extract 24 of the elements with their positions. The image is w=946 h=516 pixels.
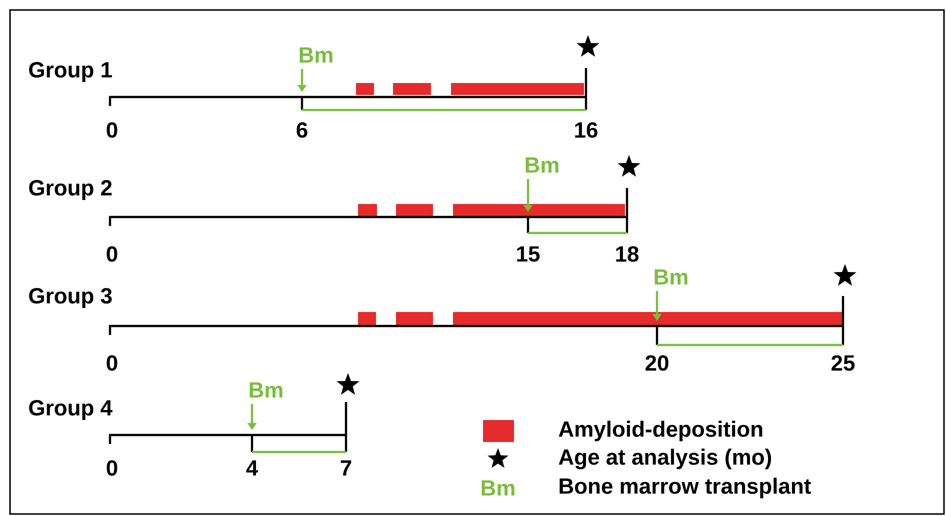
age-number: 6 <box>296 122 308 138</box>
age-number: 18 <box>616 246 639 262</box>
age-number: 15 <box>517 246 540 262</box>
bm-label: Bm <box>654 269 688 285</box>
group-label: Group 1 <box>29 62 112 82</box>
group-label: Group 3 <box>29 288 112 308</box>
age-number: 4 <box>246 460 258 476</box>
legend-text: Bone marrow transplant <box>560 478 811 498</box>
group-label: Group 4 <box>29 400 112 420</box>
bm-label: Bm <box>300 47 332 63</box>
legend-text: Age at analysis (mo) <box>558 448 772 470</box>
bm-label: Bm <box>482 480 514 496</box>
group-label: Group 2 <box>29 180 112 200</box>
legend-text: Amyloid-deposition <box>558 420 762 442</box>
bm-label: Bm <box>250 382 282 398</box>
age-number: 20 <box>646 355 668 371</box>
age-number: 16 <box>575 122 598 138</box>
bm-label: Bm <box>526 157 558 173</box>
age-number: 25 <box>832 355 855 371</box>
age-number: 0 <box>106 460 118 476</box>
age-number: 0 <box>106 246 118 262</box>
age-number: 7 <box>340 460 352 476</box>
age-number: 0 <box>106 355 118 371</box>
age-number: 0 <box>106 122 118 138</box>
